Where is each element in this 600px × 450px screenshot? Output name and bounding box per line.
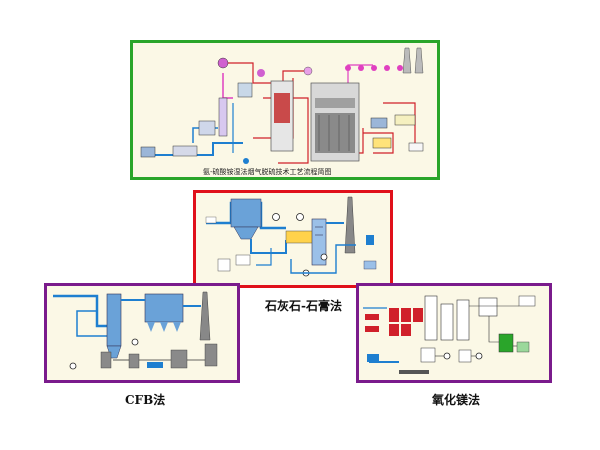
ammonia-caption: 氨-硫酸铵湿法烟气脱硫技术工艺流程简图 [203,168,332,176]
cfb-label: CFB法 [125,393,166,407]
magnesium-oxide-label: 氧化镁法 [432,393,481,407]
magnesium-process-diagram [356,283,552,383]
cfb-flow-schematic [53,291,218,370]
limestone-flow-schematic [205,196,377,277]
limestone-process-diagram [193,190,393,288]
cfb-process-diagram [44,283,240,383]
magnesium-flow-schematic [363,295,536,374]
ammonia-process-diagram: 氨-硫酸铵湿法烟气脱硫技术工艺流程简图 [130,40,440,180]
ammonia-flow-schematic [140,47,424,164]
limestone-gypsum-label: 石灰石-石膏法 [265,299,342,313]
